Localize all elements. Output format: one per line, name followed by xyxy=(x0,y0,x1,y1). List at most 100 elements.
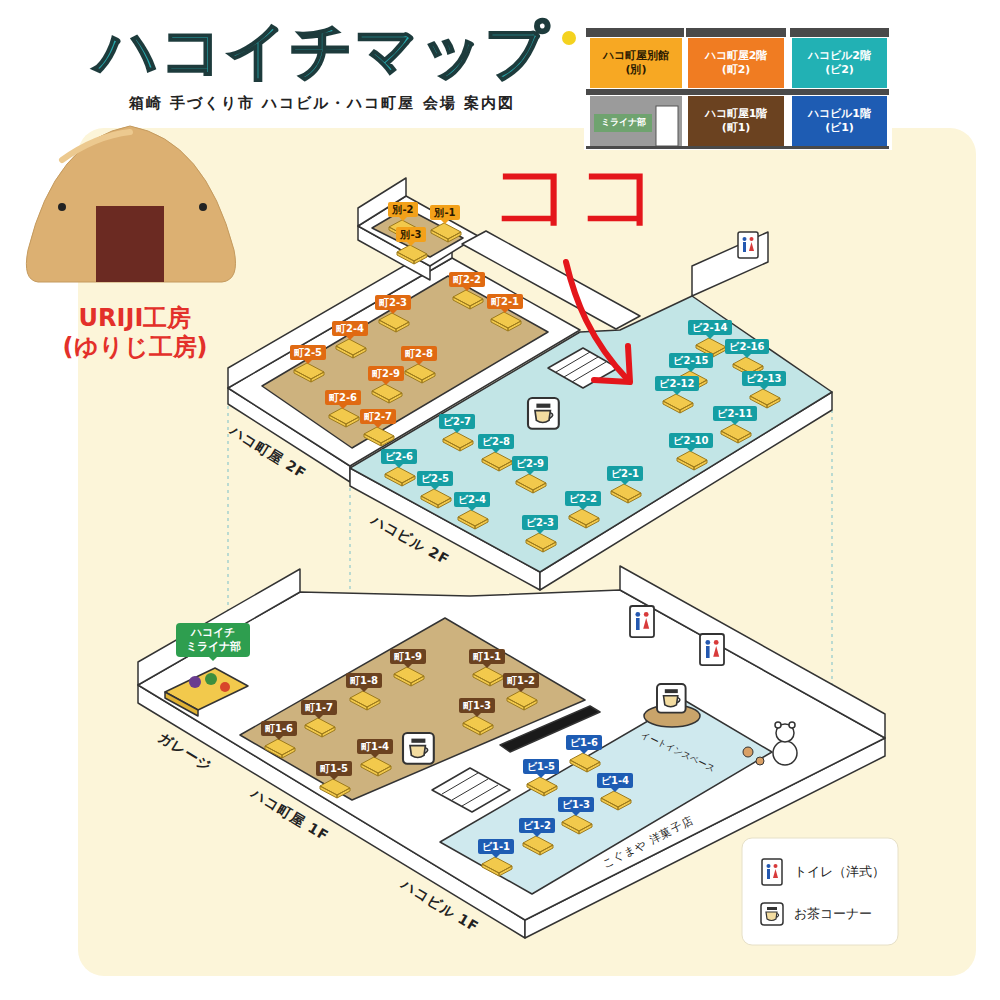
map-title: ハコイチマップ xyxy=(95,20,550,82)
here-arrow xyxy=(594,346,630,382)
booth-tag: 町2-4 xyxy=(332,321,368,336)
legend-text: ハコ町屋2階 (町2) xyxy=(696,49,776,78)
area-tag: ハコイチ ミライナ部 xyxy=(176,623,250,657)
booth-number: ビ1-5 xyxy=(527,760,555,773)
booth-table xyxy=(305,718,335,737)
booth-number: ビ2-4 xyxy=(458,493,486,506)
symbol-legend-box xyxy=(742,838,898,945)
legend-swatch: ハコビル1階 (ビ1) xyxy=(792,96,887,146)
legend-swatch: ハコビル2階 (ビ2) xyxy=(792,38,887,88)
floor-1f xyxy=(240,618,585,800)
booth-table xyxy=(350,691,380,710)
booth-tag: 町2-6 xyxy=(325,390,361,405)
booth-tag: 別-2 xyxy=(388,202,417,217)
booth-tag: 町1-3 xyxy=(459,698,495,713)
booth-number: 町1-1 xyxy=(473,650,501,663)
booth-number: ビ1-2 xyxy=(523,819,551,832)
booth-number: ビ2-9 xyxy=(516,457,544,470)
booth-number: 町1-7 xyxy=(305,701,333,714)
booth-tag: 町2-7 xyxy=(360,409,396,424)
booth-table xyxy=(385,467,415,486)
booth-number: 別-2 xyxy=(392,203,413,216)
booth-number: 町2-7 xyxy=(364,410,392,423)
booth-table xyxy=(397,245,427,264)
booth-table xyxy=(463,716,493,735)
building-legend-frame xyxy=(586,89,889,95)
building-legend-frame xyxy=(584,24,892,150)
legend-text: ハコ町屋別館 (別) xyxy=(598,49,674,78)
map-label: ハコ町屋 1F xyxy=(248,785,331,844)
sign-icons xyxy=(403,232,758,764)
floor-1f xyxy=(500,706,600,752)
booth-tag: ビ2-2 xyxy=(565,491,601,506)
booth-number: 別-3 xyxy=(400,228,421,241)
legend-text: ハコビル2階 (ビ2) xyxy=(800,49,879,78)
onigiri-photo xyxy=(26,126,235,282)
booth-tag: ビ2-15 xyxy=(669,353,712,368)
booth-tag: ビ1-5 xyxy=(523,759,559,774)
booth-tag: 町1-5 xyxy=(316,761,352,776)
booth-number: ビ2-2 xyxy=(569,492,597,505)
booth-tag: ビ1-4 xyxy=(597,773,633,788)
booth-number: 町2-5 xyxy=(294,346,322,359)
booth-table xyxy=(294,363,324,382)
booth-number: ビ2-15 xyxy=(673,354,708,367)
booth-number: ビ1-1 xyxy=(482,840,510,853)
booth-number: ビ1-4 xyxy=(601,774,629,787)
booth-tag: 別-1 xyxy=(430,205,459,220)
booth-number: 町2-3 xyxy=(379,296,407,309)
booth-number: 町2-2 xyxy=(453,273,481,286)
booth-number: ビ1-3 xyxy=(562,798,590,811)
title-dot xyxy=(562,31,576,45)
onigiri-photo xyxy=(26,126,235,282)
booth-table xyxy=(394,667,424,686)
legend-text: ハコ町屋1階 (町1) xyxy=(696,107,776,136)
booth-tag: ビ2-12 xyxy=(655,376,698,391)
booth-table xyxy=(569,509,599,528)
floor-1f xyxy=(138,590,885,920)
booth-table xyxy=(336,339,366,358)
booth-tag: ビ1-3 xyxy=(558,797,594,812)
map-label: イートインスペース xyxy=(639,729,717,774)
floor-1f xyxy=(756,757,764,765)
legend-text: お茶コーナー xyxy=(794,906,872,923)
sign-icons xyxy=(630,606,654,637)
booth-table xyxy=(570,753,600,772)
booth-tag: ビ2-4 xyxy=(454,492,490,507)
legend-text: ミライナ部 xyxy=(601,117,646,129)
booth-number: ビ2-3 xyxy=(526,516,554,529)
sign-icons xyxy=(657,684,686,713)
booth-number: ビ2-8 xyxy=(482,435,510,448)
booth-number: 町1-4 xyxy=(361,740,389,753)
booth-number: ビ2-7 xyxy=(443,415,471,428)
floor-1f xyxy=(189,676,201,688)
title-dot xyxy=(562,31,576,45)
booth-tag: 町2-1 xyxy=(487,294,523,309)
booth-number: ビ2-12 xyxy=(659,377,694,390)
booth-table xyxy=(526,533,556,552)
booth-table xyxy=(527,777,557,796)
booth-table xyxy=(329,408,359,427)
booth-table xyxy=(443,432,473,451)
booth-number: 町1-6 xyxy=(265,722,293,735)
floor-1f xyxy=(138,566,885,938)
floor-1f xyxy=(743,747,753,757)
map-label: ココ xyxy=(489,152,661,236)
floor-1f xyxy=(620,566,885,738)
booth-table xyxy=(523,836,553,855)
map-label: こぐまや 洋菓子店 xyxy=(600,813,696,870)
booth-table xyxy=(379,313,409,332)
booth-tag: ビ1-6 xyxy=(566,735,602,750)
floor-1f xyxy=(789,722,795,728)
booth-table xyxy=(458,510,488,529)
booth-table xyxy=(421,489,451,508)
onigiri-photo xyxy=(199,203,207,211)
building-legend-frame xyxy=(656,106,678,146)
booth-number: ビ2-6 xyxy=(385,450,413,463)
map-label: ガレージ xyxy=(155,729,215,774)
map-label: URIJI工房 (ゆりじ工房) xyxy=(30,304,240,362)
booth-table xyxy=(405,364,435,383)
map-label: ハコ町屋 2F xyxy=(227,422,310,482)
booth-tag: ビ1-2 xyxy=(519,818,555,833)
